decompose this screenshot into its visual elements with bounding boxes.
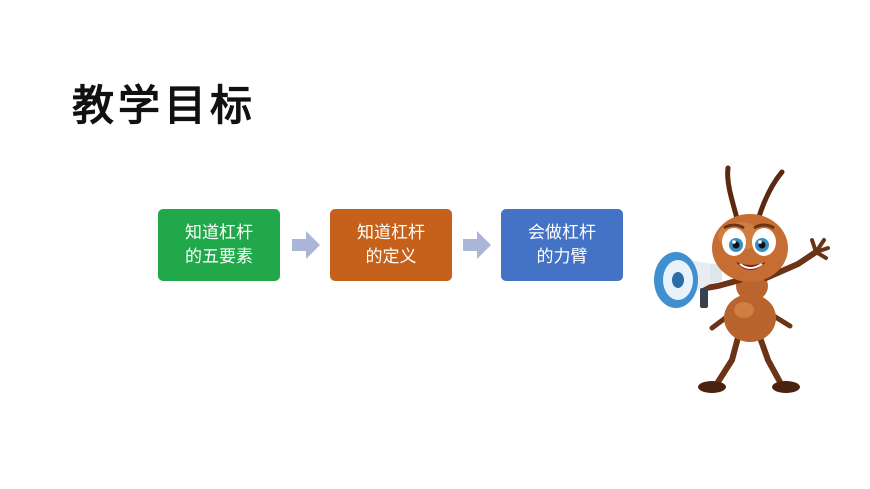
goal-box-line: 会做杠杆 bbox=[528, 223, 596, 243]
arrow-right-icon bbox=[292, 231, 320, 259]
goal-box-lever-arm: 会做杠杆 的力臂 bbox=[501, 209, 623, 281]
ant-megaphone-mascot-icon bbox=[654, 165, 830, 393]
goal-box-definition: 知道杠杆 的定义 bbox=[330, 209, 452, 281]
slide-title: 教学目标 bbox=[72, 81, 257, 130]
goal-box-line: 的定义 bbox=[365, 247, 417, 267]
arrow-right-icon bbox=[463, 231, 491, 259]
goal-box-line: 的力臂 bbox=[536, 247, 588, 267]
goal-box-five-elements: 知道杠杆 的五要素 bbox=[158, 209, 280, 281]
goal-box-line: 知道杠杆 bbox=[185, 223, 253, 243]
goal-box-line: 的五要素 bbox=[185, 247, 253, 267]
goal-box-line: 知道杠杆 bbox=[357, 223, 425, 243]
